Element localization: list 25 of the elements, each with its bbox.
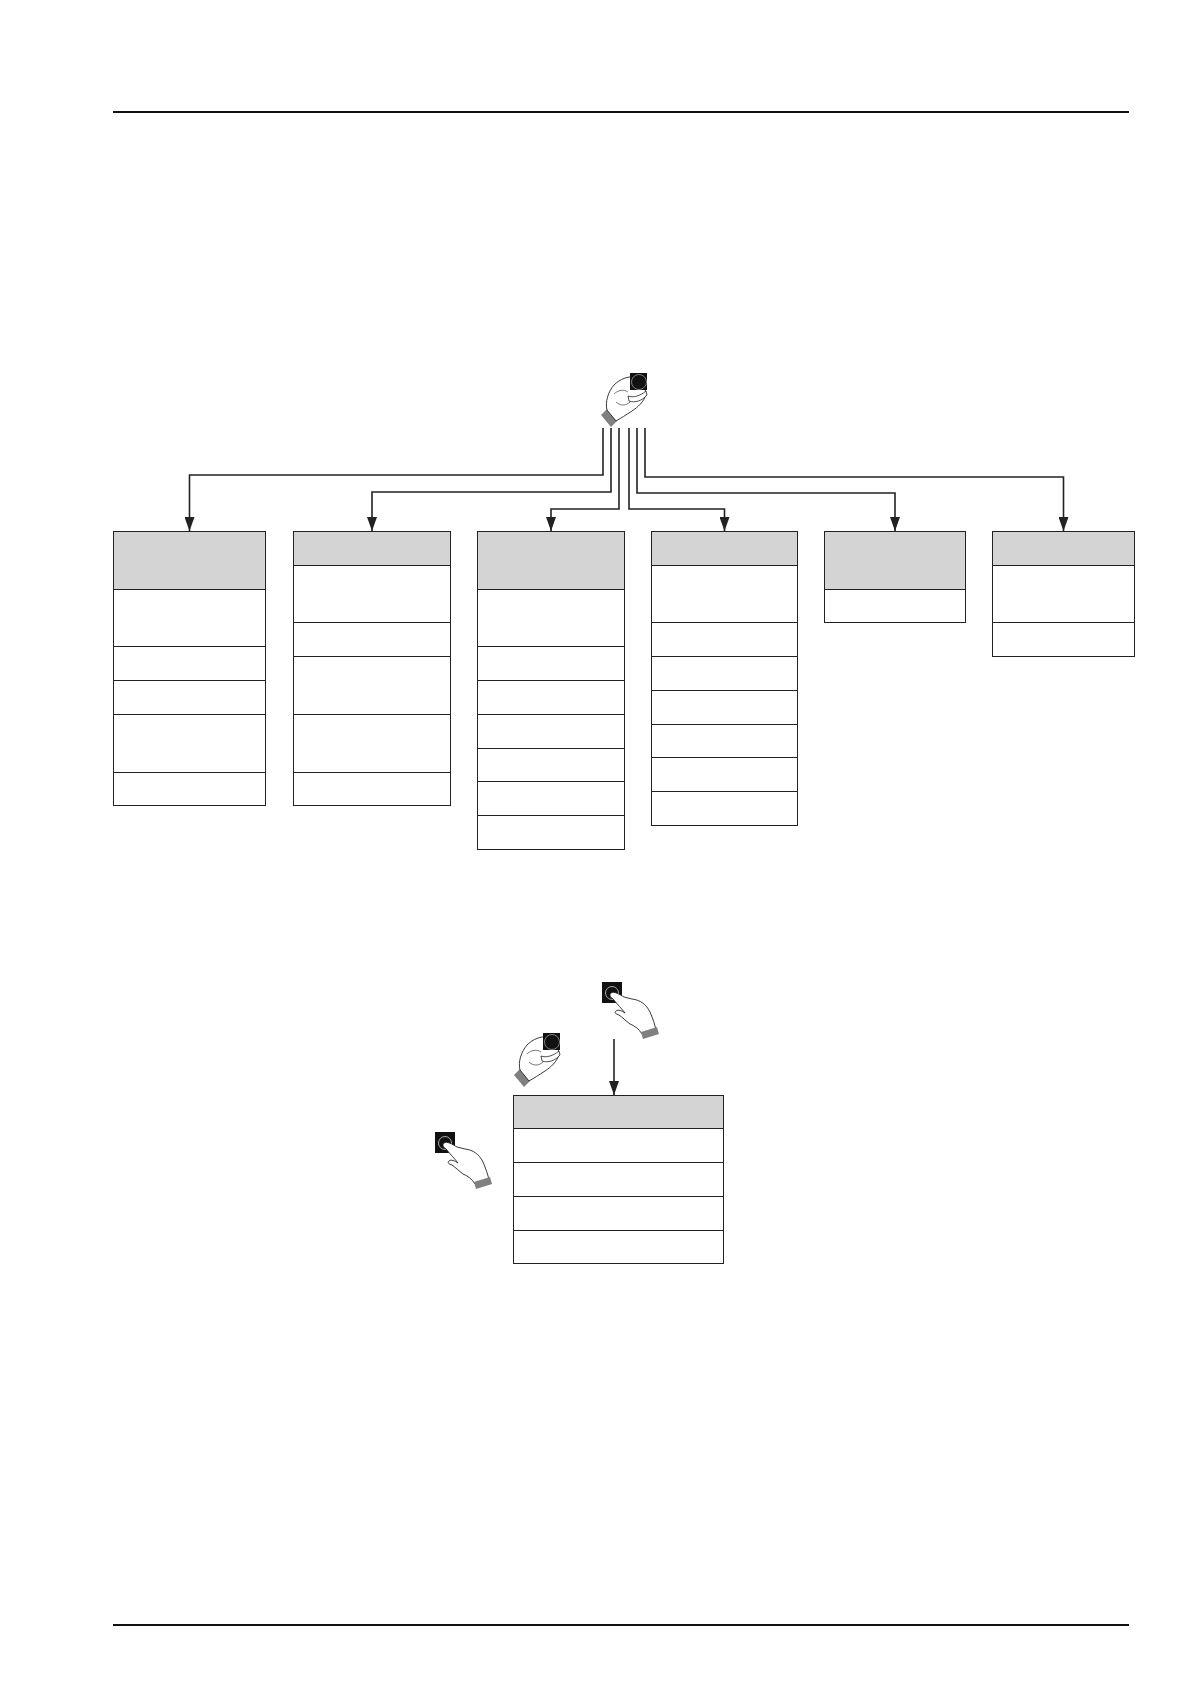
menu-header-row	[652, 532, 797, 566]
menu-table	[513, 1095, 724, 1264]
menu-table	[113, 531, 266, 806]
menu-table	[992, 531, 1135, 657]
arrow	[644, 427, 1069, 532]
arrow	[367, 427, 612, 532]
arrow	[628, 427, 730, 532]
menu-header-row	[514, 1096, 723, 1129]
menu-header-row	[825, 532, 965, 590]
menu-header-row	[114, 532, 265, 590]
arrow	[546, 427, 620, 532]
menu-header-row	[993, 532, 1134, 566]
finger-on-button-icon	[435, 1132, 493, 1189]
finger-on-button-icon	[602, 982, 660, 1039]
arrow	[609, 1038, 619, 1096]
arrow	[184, 427, 604, 532]
menu-table	[651, 531, 798, 826]
menu-table	[824, 531, 966, 623]
hand-on-knob-icon	[513, 1032, 561, 1088]
arrow	[636, 427, 900, 532]
menu-header-row	[294, 532, 450, 566]
hand-on-knob-icon	[600, 372, 648, 428]
menu-table	[477, 531, 625, 850]
menu-table	[293, 531, 451, 806]
menu-header-row	[478, 532, 624, 590]
